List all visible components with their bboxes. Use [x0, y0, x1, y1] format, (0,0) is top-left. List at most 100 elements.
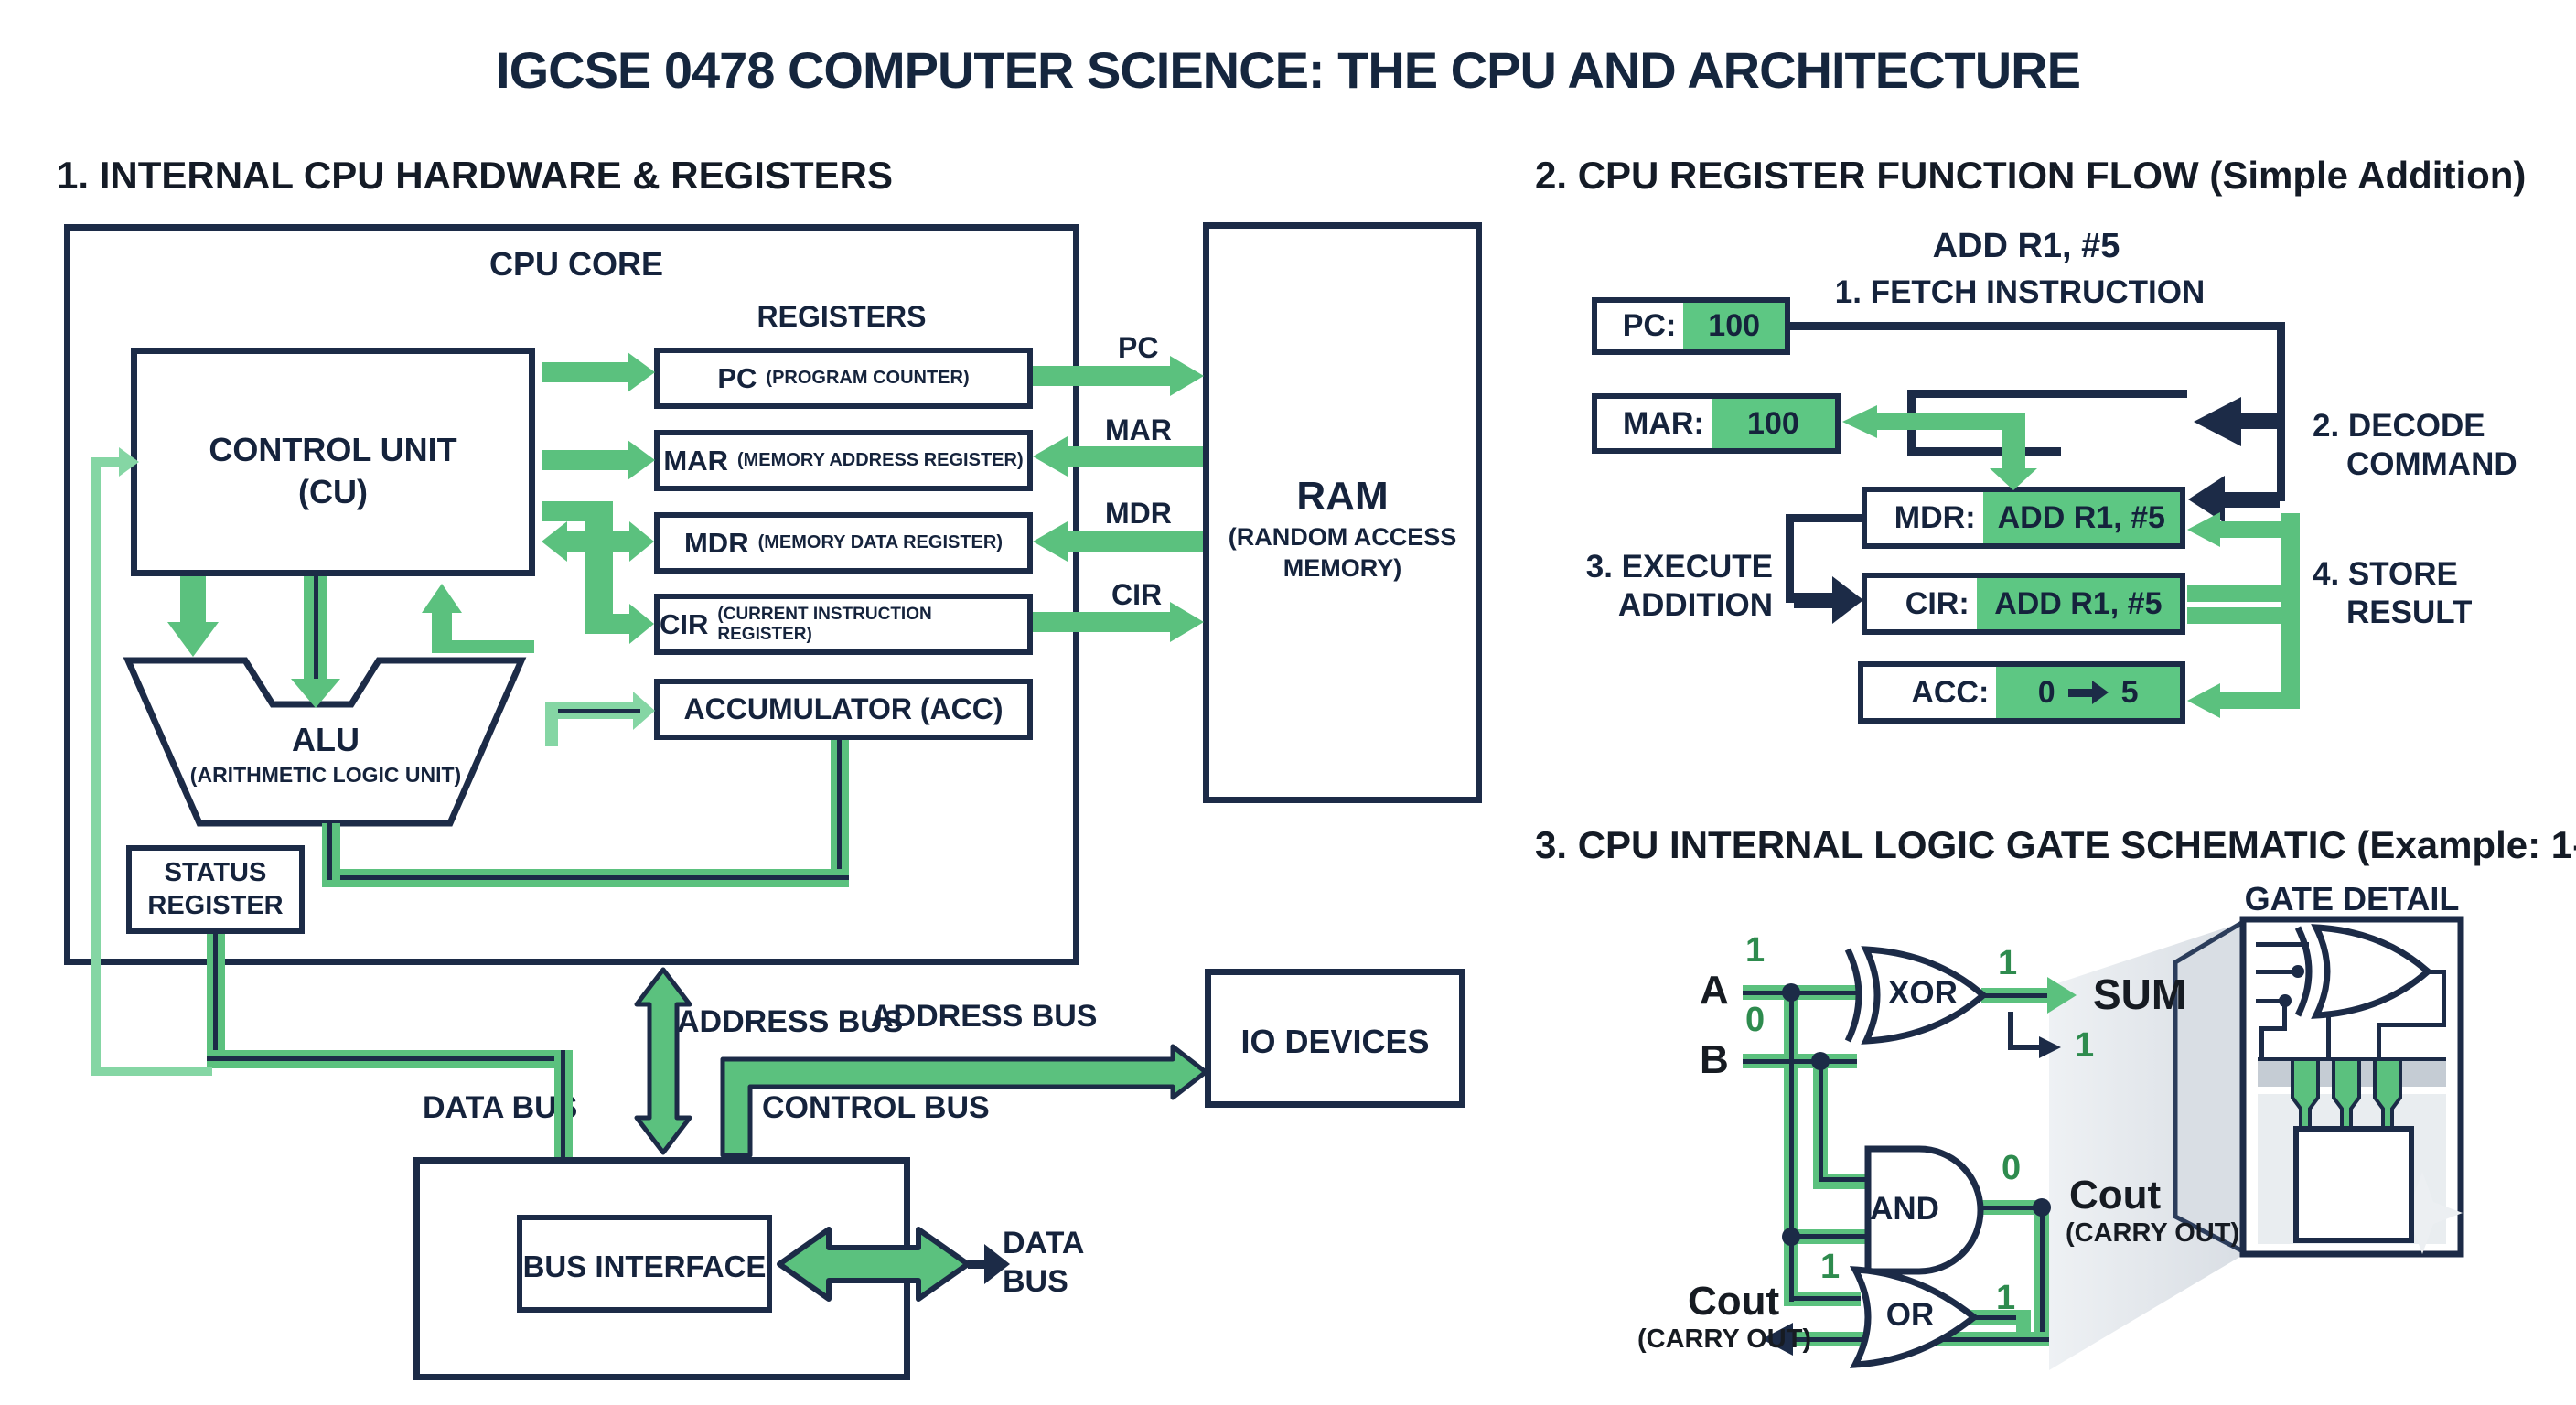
alu-sublabel: (ARITHMETIC LOGIC UNIT)	[189, 763, 462, 787]
junction-dot-a2	[1782, 1228, 1800, 1246]
step-execute-2: ADDITION	[1617, 587, 1773, 623]
junction-dot-a	[1782, 983, 1800, 1002]
ram-label: RAM	[1296, 474, 1389, 519]
register-acc: ACCUMULATOR (ACC)	[654, 679, 1033, 740]
step-execute-1: 3. EXECUTE	[1585, 549, 1773, 585]
step-decode-1: 2. DECODE	[2313, 408, 2485, 444]
cout-left-label: Cout	[1688, 1279, 1780, 1324]
flow-pc-label: PC:	[1597, 303, 1684, 349]
or-gate-label: OR	[1885, 1297, 1935, 1333]
step-decode-2: COMMAND	[2346, 446, 2517, 482]
register-pc: PC (PROGRAM COUNTER)	[654, 348, 1033, 409]
registers-label: REGISTERS	[757, 300, 927, 333]
and-out-value: 0	[2002, 1149, 2022, 1187]
pc-full: (PROGRAM COUNTER)	[766, 368, 970, 388]
alu-shape	[123, 657, 527, 827]
register-mar: MAR (MEMORY ADDRESS REGISTER)	[654, 430, 1033, 491]
sparkle-watermark	[2382, 1172, 2463, 1254]
register-cir: CIR (CURRENT INSTRUCTION REGISTER)	[654, 594, 1033, 655]
register-mdr: MDR (MEMORY DATA REGISTER)	[654, 512, 1033, 574]
mar-full: (MEMORY ADDRESS REGISTER)	[736, 450, 1024, 470]
step-store-2: RESULT	[2346, 595, 2473, 630]
or-in-value: 1	[1820, 1248, 1841, 1286]
and-gate-label: AND	[1870, 1191, 1939, 1227]
io-devices-label: IO DEVICES	[1240, 1023, 1430, 1060]
pc-abbr: PC	[717, 361, 757, 394]
status-label-2: REGISTER	[147, 891, 284, 920]
page-title: IGCSE 0478 COMPUTER SCIENCE: THE CPU AND…	[496, 41, 2081, 99]
ram-sublabel-2: MEMORY)	[1283, 554, 1402, 582]
xor-gate	[1861, 946, 1989, 1045]
acc-value-to: 5	[2120, 674, 2139, 710]
control-bus-label: CONTROL BUS	[762, 1090, 990, 1125]
io-devices-box: IO DEVICES	[1205, 969, 1465, 1108]
flow-mdr-label: MDR:	[1867, 492, 1983, 543]
bus-interface-box: BUS INTERFACE	[517, 1215, 772, 1313]
step-fetch: 1. FETCH INSTRUCTION	[1834, 274, 2206, 310]
sum-bit-arrow	[2008, 1012, 2061, 1058]
sum-bit-value: 1	[2075, 1026, 2095, 1065]
arrow-right-icon	[2067, 681, 2109, 704]
flow-acc-value: 0 5	[1996, 667, 2180, 718]
instruction-label: ADD R1, #5	[1932, 227, 2120, 265]
status-label-1: STATUS	[164, 858, 267, 887]
flow-box-mdr: MDR: ADD R1, #5	[1862, 487, 2185, 549]
xor-out-value: 1	[1998, 944, 2018, 982]
flow-mdr-value: ADD R1, #5	[1982, 492, 2180, 543]
or-out-value: 1	[1996, 1279, 2016, 1317]
input-b-value: 0	[1745, 1001, 1766, 1039]
section2-heading: 2. CPU REGISTER FUNCTION FLOW (Simple Ad…	[1535, 154, 2527, 197]
and-gate	[1864, 1145, 1984, 1275]
bus-label-mar: MAR	[1105, 413, 1172, 446]
flow-cir-value: ADD R1, #5	[1976, 578, 2180, 629]
junction-dot-b	[1811, 1052, 1830, 1070]
cir-abbr: CIR	[660, 607, 709, 640]
xor-gate-label: XOR	[1888, 975, 1958, 1011]
section3-heading: 3. CPU INTERNAL LOGIC GATE SCHEMATIC (Ex…	[1535, 823, 2576, 866]
step-store-1: 4. STORE	[2313, 556, 2458, 592]
flow-pc-value: 100	[1683, 303, 1785, 349]
flow-box-acc: ACC: 0 5	[1858, 661, 2185, 724]
cout-right-label: Cout	[2069, 1173, 2162, 1217]
cout-left-sublabel: (CARRY OUT)	[1637, 1325, 1812, 1354]
acc-abbr: ACCUMULATOR (ACC)	[683, 692, 1004, 725]
mdr-abbr: MDR	[683, 526, 749, 559]
ram-box: RAM (RANDOM ACCESS MEMORY)	[1203, 222, 1482, 803]
status-register-box: STATUS REGISTER	[126, 845, 305, 934]
bus-label-cir: CIR	[1111, 578, 1163, 611]
mdr-full: (MEMORY DATA REGISTER)	[757, 532, 1003, 552]
input-b-label: B	[1700, 1037, 1729, 1082]
address-bus-label: ADDRESS BUS	[677, 1004, 904, 1039]
cir-full: (CURRENT INSTRUCTION REGISTER)	[717, 604, 932, 644]
ram-sublabel-1: (RANDOM ACCESS	[1228, 523, 1457, 551]
bus-label-pc: PC	[1118, 331, 1159, 364]
flow-mar-value: 100	[1711, 399, 1835, 448]
bus-label-mdr: MDR	[1105, 497, 1172, 530]
xor-output-arrow	[1981, 977, 2077, 1014]
flow-acc-label: ACC:	[1863, 667, 1997, 718]
or-gate	[1849, 1266, 1980, 1368]
flow-box-mar: MAR: 100	[1592, 393, 1841, 454]
data-bus-label: DATA BUS	[423, 1090, 578, 1125]
and-output-arrow	[1978, 1198, 2051, 1337]
data-bus-right-2: BUS	[1003, 1264, 1068, 1299]
logic-gates	[1844, 946, 1989, 1368]
gate-detail-label: GATE DETAIL	[2244, 880, 2460, 917]
cout-right-sublabel: (CARRY OUT)	[2066, 1218, 2240, 1248]
flow-mar-label: MAR:	[1597, 399, 1712, 448]
input-a-value: 1	[1745, 931, 1766, 970]
address-bus-io-label: ADDRESS BUS	[871, 999, 1098, 1034]
cpu-core-label: CPU CORE	[488, 245, 664, 283]
adder-wires	[1743, 983, 1870, 1306]
alu-label: ALU	[292, 721, 360, 758]
control-unit-label: CONTROL UNIT	[209, 431, 457, 468]
acc-value-from: 0	[2037, 674, 2055, 710]
data-bus-right-1: DATA	[1003, 1226, 1085, 1260]
flow-box-pc: PC: 100	[1592, 297, 1790, 355]
flow-cir-label: CIR:	[1867, 578, 1977, 629]
inset-xor-gate	[2311, 924, 2433, 1019]
transistor-block	[2293, 1126, 2414, 1243]
input-a-label: A	[1700, 968, 1729, 1013]
